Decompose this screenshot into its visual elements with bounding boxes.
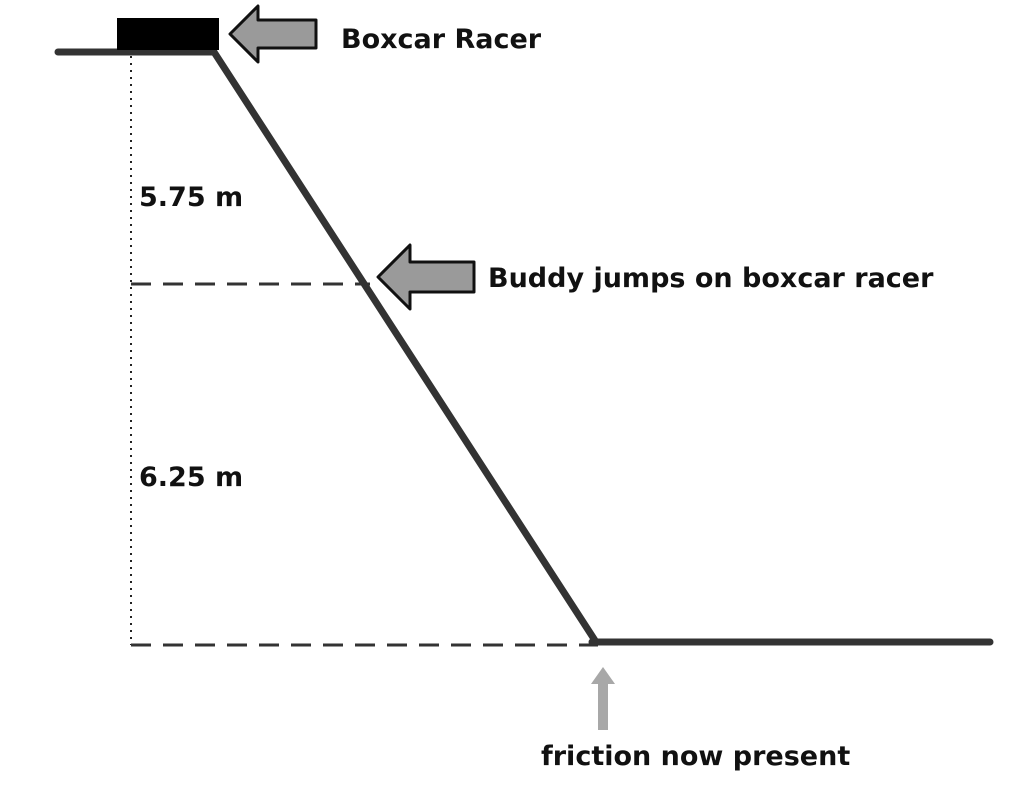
friction-label: friction now present xyxy=(541,741,850,772)
lower-height-label: 6.25 m xyxy=(139,462,243,493)
boxcar-racer-label: Boxcar Racer xyxy=(341,24,542,55)
boxcar-racer-block xyxy=(117,18,219,50)
upper-height-label: 5.75 m xyxy=(139,182,243,213)
up-arrow-icon xyxy=(591,667,615,730)
ramp-slope xyxy=(210,48,600,646)
left-arrow-icon xyxy=(228,4,318,64)
buddy-jump-label: Buddy jumps on boxcar racer xyxy=(488,263,934,294)
left-arrow-icon xyxy=(376,243,476,311)
